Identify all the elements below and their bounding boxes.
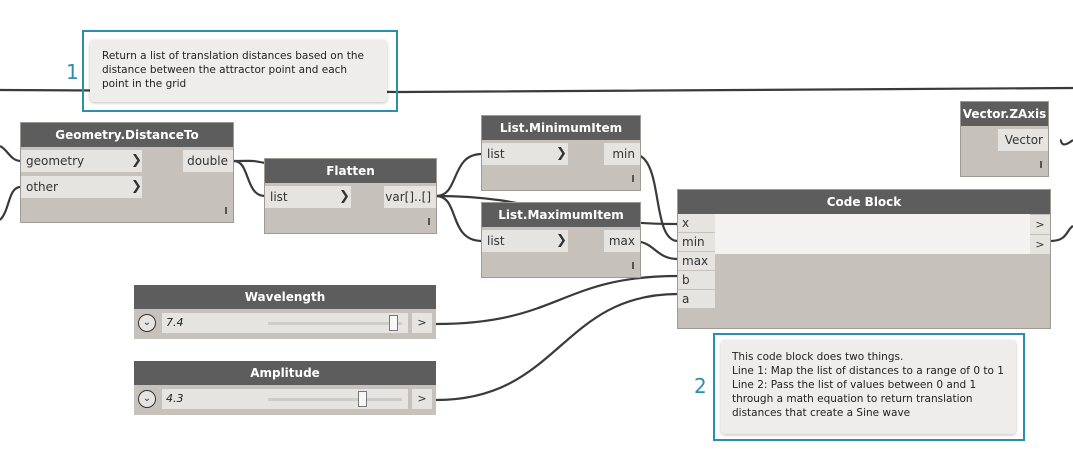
wire-flatten-min [435, 152, 483, 198]
note-1-text: Return a list of translation distances b… [102, 50, 364, 90]
slider-value[interactable]: 4.3 [162, 389, 262, 409]
node-geometry-distance-to[interactable]: Geometry.DistanceTo geometry ❯ other ❯ d… [20, 122, 234, 223]
node-code-block[interactable]: Code Block x min max b a d = ((x-min)/(m… [677, 189, 1051, 329]
output-port-double[interactable]: double [183, 150, 233, 172]
code-editor[interactable]: d = ((x-min)/(max-min))*b*3.14; Math.Sin… [715, 214, 1030, 254]
output-port-line-2[interactable]: > [1030, 235, 1050, 254]
wire-min-codeblock [632, 152, 679, 243]
wire-double-flatten [233, 159, 266, 198]
output-port[interactable]: > [412, 389, 432, 409]
note-2-line-1: This code block does two things. [732, 351, 904, 363]
port-label: list [487, 147, 505, 161]
slider-thumb[interactable] [357, 391, 367, 407]
node-flatten[interactable]: Flatten list ❯ var[]..[] [264, 158, 437, 234]
input-port-geometry[interactable]: geometry ❯ [21, 150, 142, 172]
lacing-icon [632, 175, 634, 182]
callout-1-frame [82, 30, 398, 112]
output-port-var[interactable]: var[]..[] [384, 186, 436, 208]
input-port-list[interactable]: list ❯ [265, 186, 351, 208]
node-amplitude-slider[interactable]: Amplitude ⌄ 4.3 > [134, 361, 436, 415]
note-2-line-4: through a math equation to return transl… [732, 393, 973, 405]
port-label: list [270, 190, 288, 204]
node-list-maximum-item[interactable]: List.MaximumItem list ❯ max [481, 202, 641, 278]
callout-2-frame [713, 333, 1025, 441]
lacing-icon [225, 207, 227, 214]
port-label: geometry [26, 154, 85, 168]
port-label: other [26, 180, 58, 194]
chevron-right-icon: ❯ [131, 153, 142, 168]
node-vector-zaxis[interactable]: Vector.ZAxis Vector [960, 101, 1049, 177]
slider-track[interactable] [268, 398, 402, 401]
lacing-icon [1040, 161, 1042, 168]
slider-row: ⌄ 4.3 > [134, 386, 436, 412]
wire-amplitude-a [435, 292, 679, 402]
lacing-icon [428, 218, 430, 225]
input-port-b[interactable]: b [678, 271, 715, 290]
wire-flatten-max [435, 194, 483, 243]
node-title: Flatten [265, 159, 436, 183]
chevron-right-icon: ❯ [339, 189, 350, 204]
node-list-minimum-item[interactable]: List.MinimumItem list ❯ min [481, 115, 641, 191]
output-port-max[interactable]: max [604, 230, 640, 252]
output-port-line-1[interactable]: > [1030, 215, 1050, 234]
node-title: List.MaximumItem [482, 203, 640, 227]
slider-thumb[interactable] [388, 315, 398, 331]
output-port-min[interactable]: min [604, 143, 640, 165]
callout-2-number: 2 [694, 374, 707, 398]
output-port-vector[interactable]: Vector [998, 129, 1048, 151]
slider-value[interactable]: 7.4 [162, 313, 262, 333]
node-title: Vector.ZAxis [961, 102, 1048, 126]
wire-codeblock-out [1049, 225, 1073, 243]
slider-track[interactable] [268, 322, 402, 325]
input-port-list[interactable]: list ❯ [482, 143, 568, 165]
node-wavelength-slider[interactable]: Wavelength ⌄ 7.4 > [134, 285, 436, 339]
note-code-block-description: This code block does two things. Line 1:… [721, 340, 1016, 434]
chevron-right-icon: ❯ [131, 179, 142, 194]
node-title: Code Block [678, 190, 1050, 214]
input-port-x[interactable]: x [678, 214, 715, 233]
input-port-min[interactable]: min [678, 233, 715, 252]
wire-left-geometry [0, 145, 21, 163]
chevron-down-icon[interactable]: ⌄ [138, 390, 156, 408]
node-title: List.MinimumItem [482, 116, 640, 140]
input-port-a[interactable]: a [678, 290, 715, 309]
note-2-line-3: Line 2: Pass the list of values between … [732, 379, 977, 391]
note-2-line-2: Line 1: Map the list of distances to a r… [732, 365, 1004, 377]
input-port-other[interactable]: other ❯ [21, 176, 142, 198]
node-title: Wavelength [134, 285, 436, 309]
chevron-down-icon[interactable]: ⌄ [138, 314, 156, 332]
output-port[interactable]: > [412, 313, 432, 333]
node-title: Amplitude [134, 361, 436, 385]
chevron-right-icon: ❯ [556, 146, 567, 161]
input-port-max[interactable]: max [678, 252, 715, 271]
wire-left-other [0, 185, 21, 221]
lacing-icon [632, 262, 634, 269]
note-2-line-5: distances that create a Sine wave [732, 407, 911, 419]
port-label: list [487, 234, 505, 248]
wire-double-flatten-2 [233, 159, 266, 165]
note-distance-description: Return a list of translation distances b… [90, 40, 387, 102]
code-block-inputs: x min max b a [678, 214, 715, 309]
chevron-right-icon: ❯ [556, 233, 567, 248]
callout-1-number: 1 [66, 60, 79, 84]
node-title: Geometry.DistanceTo [21, 123, 233, 147]
slider-row: ⌄ 7.4 > [134, 310, 436, 336]
input-port-list[interactable]: list ❯ [482, 230, 568, 252]
wire-wavelength-b [435, 274, 679, 326]
wire-zaxis-right [1059, 138, 1073, 146]
